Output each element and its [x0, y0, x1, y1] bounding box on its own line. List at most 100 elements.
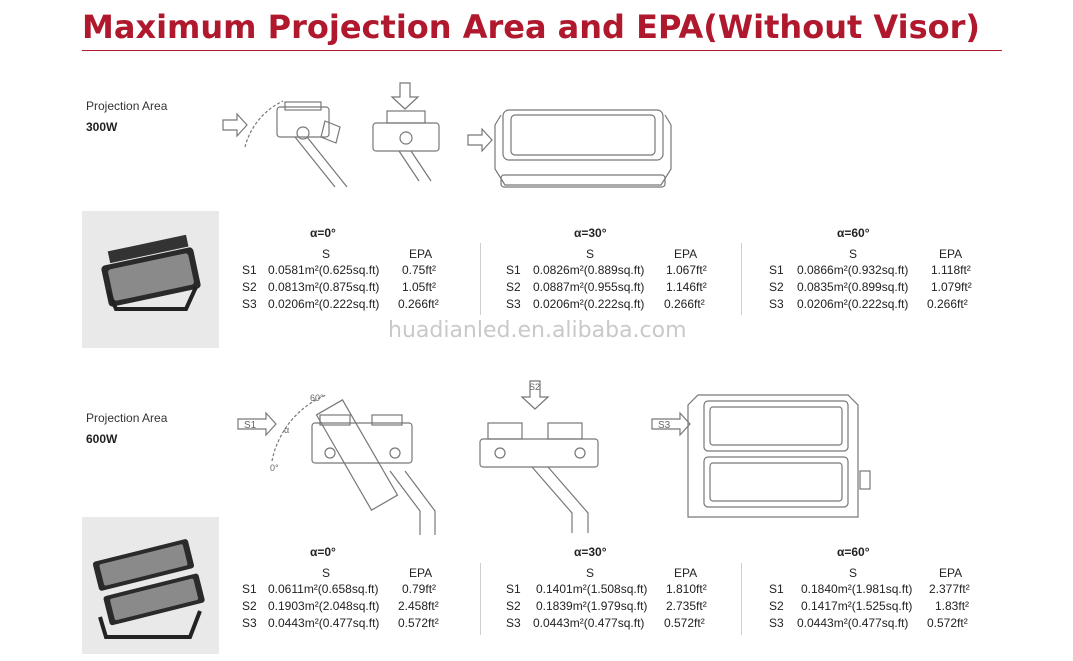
- s-value: 0.1417m²(1.525sq.ft): [801, 599, 913, 613]
- epa-value: 2.377ft²: [929, 582, 970, 596]
- wind-arrow-icon: [222, 112, 248, 138]
- row-label: S2: [769, 599, 784, 613]
- epa-value: 0.266ft²: [398, 297, 439, 311]
- table-divider: [480, 243, 481, 315]
- s-value: 0.0443m²(0.477sq.ft): [268, 616, 380, 630]
- row-label: S3: [242, 616, 257, 630]
- top-view-frame: [494, 114, 672, 186]
- row-label: S3: [506, 297, 521, 311]
- s-value: 0.1401m²(1.508sq.ft): [536, 582, 648, 596]
- product-photo-300w: [82, 211, 219, 348]
- epa-value: 0.572ft²: [398, 616, 439, 630]
- table-divider: [741, 243, 742, 315]
- table-divider: [741, 563, 742, 635]
- section-watt-300w: 300W: [86, 120, 118, 134]
- s-value: 0.1839m²(1.979sq.ft): [536, 599, 648, 613]
- epa-value: 0.266ft²: [927, 297, 968, 311]
- epa-value: 1.067ft²: [666, 263, 707, 277]
- front-view-head: [479, 438, 599, 468]
- top-view-body: [502, 109, 664, 161]
- row-label: S1: [242, 582, 257, 596]
- title-underline: [82, 50, 1002, 51]
- row-label: S2: [506, 280, 521, 294]
- epa-value: 0.572ft²: [664, 616, 705, 630]
- row-label: S1: [506, 582, 521, 596]
- s-value: 0.0826m²(0.889sq.ft): [533, 263, 645, 277]
- s2-arrow-icon: [520, 380, 550, 410]
- col-s: S: [849, 247, 858, 261]
- epa-value: 1.079ft²: [931, 280, 972, 294]
- col-s: S: [586, 247, 595, 261]
- angle60-label: 60°: [310, 393, 324, 403]
- epa-value: 2.735ft²: [666, 599, 707, 613]
- s-value: 0.0206m²(0.222sq.ft): [797, 297, 909, 311]
- alpha-header: α=0°: [310, 226, 336, 240]
- down-arrow-icon: [390, 82, 420, 110]
- row-label: S2: [242, 599, 257, 613]
- col-epa: EPA: [409, 247, 433, 261]
- s-value: 0.0206m²(0.222sq.ft): [268, 297, 380, 311]
- alpha-header: α=0°: [310, 545, 336, 559]
- epa-value: 1.118ft²: [931, 263, 971, 277]
- projection-drawings-600w: S1 60° 0° α S2 S3: [237, 380, 871, 535]
- epa-value: 1.146ft²: [666, 280, 707, 294]
- watermark: huadianled.en.alibaba.com: [388, 318, 687, 343]
- row-label: S1: [242, 263, 257, 277]
- s-value: 0.0887m²(0.955sq.ft): [533, 280, 645, 294]
- row-label: S3: [769, 616, 784, 630]
- projection-drawings-300w: [222, 82, 672, 188]
- s1-arrow-icon: [237, 411, 277, 437]
- s-value: 0.0443m²(0.477sq.ft): [797, 616, 909, 630]
- s-value: 0.0813m²(0.875sq.ft): [268, 280, 380, 294]
- back-view-panel-bottom: [703, 456, 849, 508]
- s-value: 0.0835m²(0.899sq.ft): [797, 280, 909, 294]
- alpha-label: α: [284, 425, 289, 435]
- epa-value: 2.458ft²: [398, 599, 439, 613]
- row-label: S3: [506, 616, 521, 630]
- row-label: S2: [242, 280, 257, 294]
- epa-value: 1.83ft²: [935, 599, 970, 613]
- s-value: 0.0866m²(0.932sq.ft): [797, 263, 909, 277]
- col-s: S: [322, 566, 331, 580]
- col-epa: EPA: [674, 247, 698, 261]
- col-epa: EPA: [939, 247, 963, 261]
- alpha-header: α=60°: [837, 545, 870, 559]
- col-s: S: [322, 247, 331, 261]
- side-view-bracket: [294, 136, 348, 188]
- section-watt-600w: 600W: [86, 432, 118, 446]
- angle-arc: [244, 100, 284, 148]
- section-label-300w: Projection Area: [86, 99, 168, 113]
- angle-arc: [271, 394, 327, 462]
- back-view-panel-top: [703, 400, 849, 452]
- epa-value: 1.05ft²: [402, 280, 437, 294]
- s-value: 0.0206m²(0.222sq.ft): [533, 297, 645, 311]
- front-view-head: [372, 122, 440, 152]
- col-s: S: [849, 566, 858, 580]
- row-label: S3: [242, 297, 257, 311]
- epa-table-600w-alpha0: α=0° S EPA S1 0.0611m²(0.658sq.ft) 0.79f…: [240, 545, 480, 645]
- epa-value: 0.75ft²: [402, 263, 437, 277]
- s-value: 0.1903m²(2.048sq.ft): [268, 599, 380, 613]
- s-value: 0.0443m²(0.477sq.ft): [533, 616, 645, 630]
- rotated-panel: [315, 399, 399, 511]
- side-view-head: [276, 106, 330, 138]
- epa-table-600w-alpha30: α=30° S EPA S1 0.1401m²(1.508sq.ft) 1.81…: [506, 545, 736, 645]
- epa-table-600w-alpha60: α=60° S EPA S1 0.1840m²(1.981sq.ft) 2.37…: [769, 545, 1009, 645]
- table-divider: [480, 563, 481, 635]
- col-epa: EPA: [939, 566, 963, 580]
- back-view-frame: [687, 394, 859, 518]
- epa-value: 0.266ft²: [664, 297, 705, 311]
- row-label: S1: [769, 582, 784, 596]
- alpha-header: α=30°: [574, 545, 607, 559]
- col-epa: EPA: [409, 566, 433, 580]
- s2-label: S2: [529, 382, 540, 392]
- row-label: S1: [506, 263, 521, 277]
- side-view-head: [311, 422, 413, 464]
- epa-table-300w-alpha60: α=60° S EPA S1 0.0866m²(0.932sq.ft) 1.11…: [769, 226, 1009, 326]
- epa-value: 1.810ft²: [666, 582, 707, 596]
- s-value: 0.1840m²(1.981sq.ft): [801, 582, 913, 596]
- s3-arrow-icon: [651, 411, 691, 437]
- angle0-label: 0°: [270, 463, 279, 473]
- s-value: 0.0581m²(0.625sq.ft): [268, 263, 380, 277]
- alpha-header: α=60°: [837, 226, 870, 240]
